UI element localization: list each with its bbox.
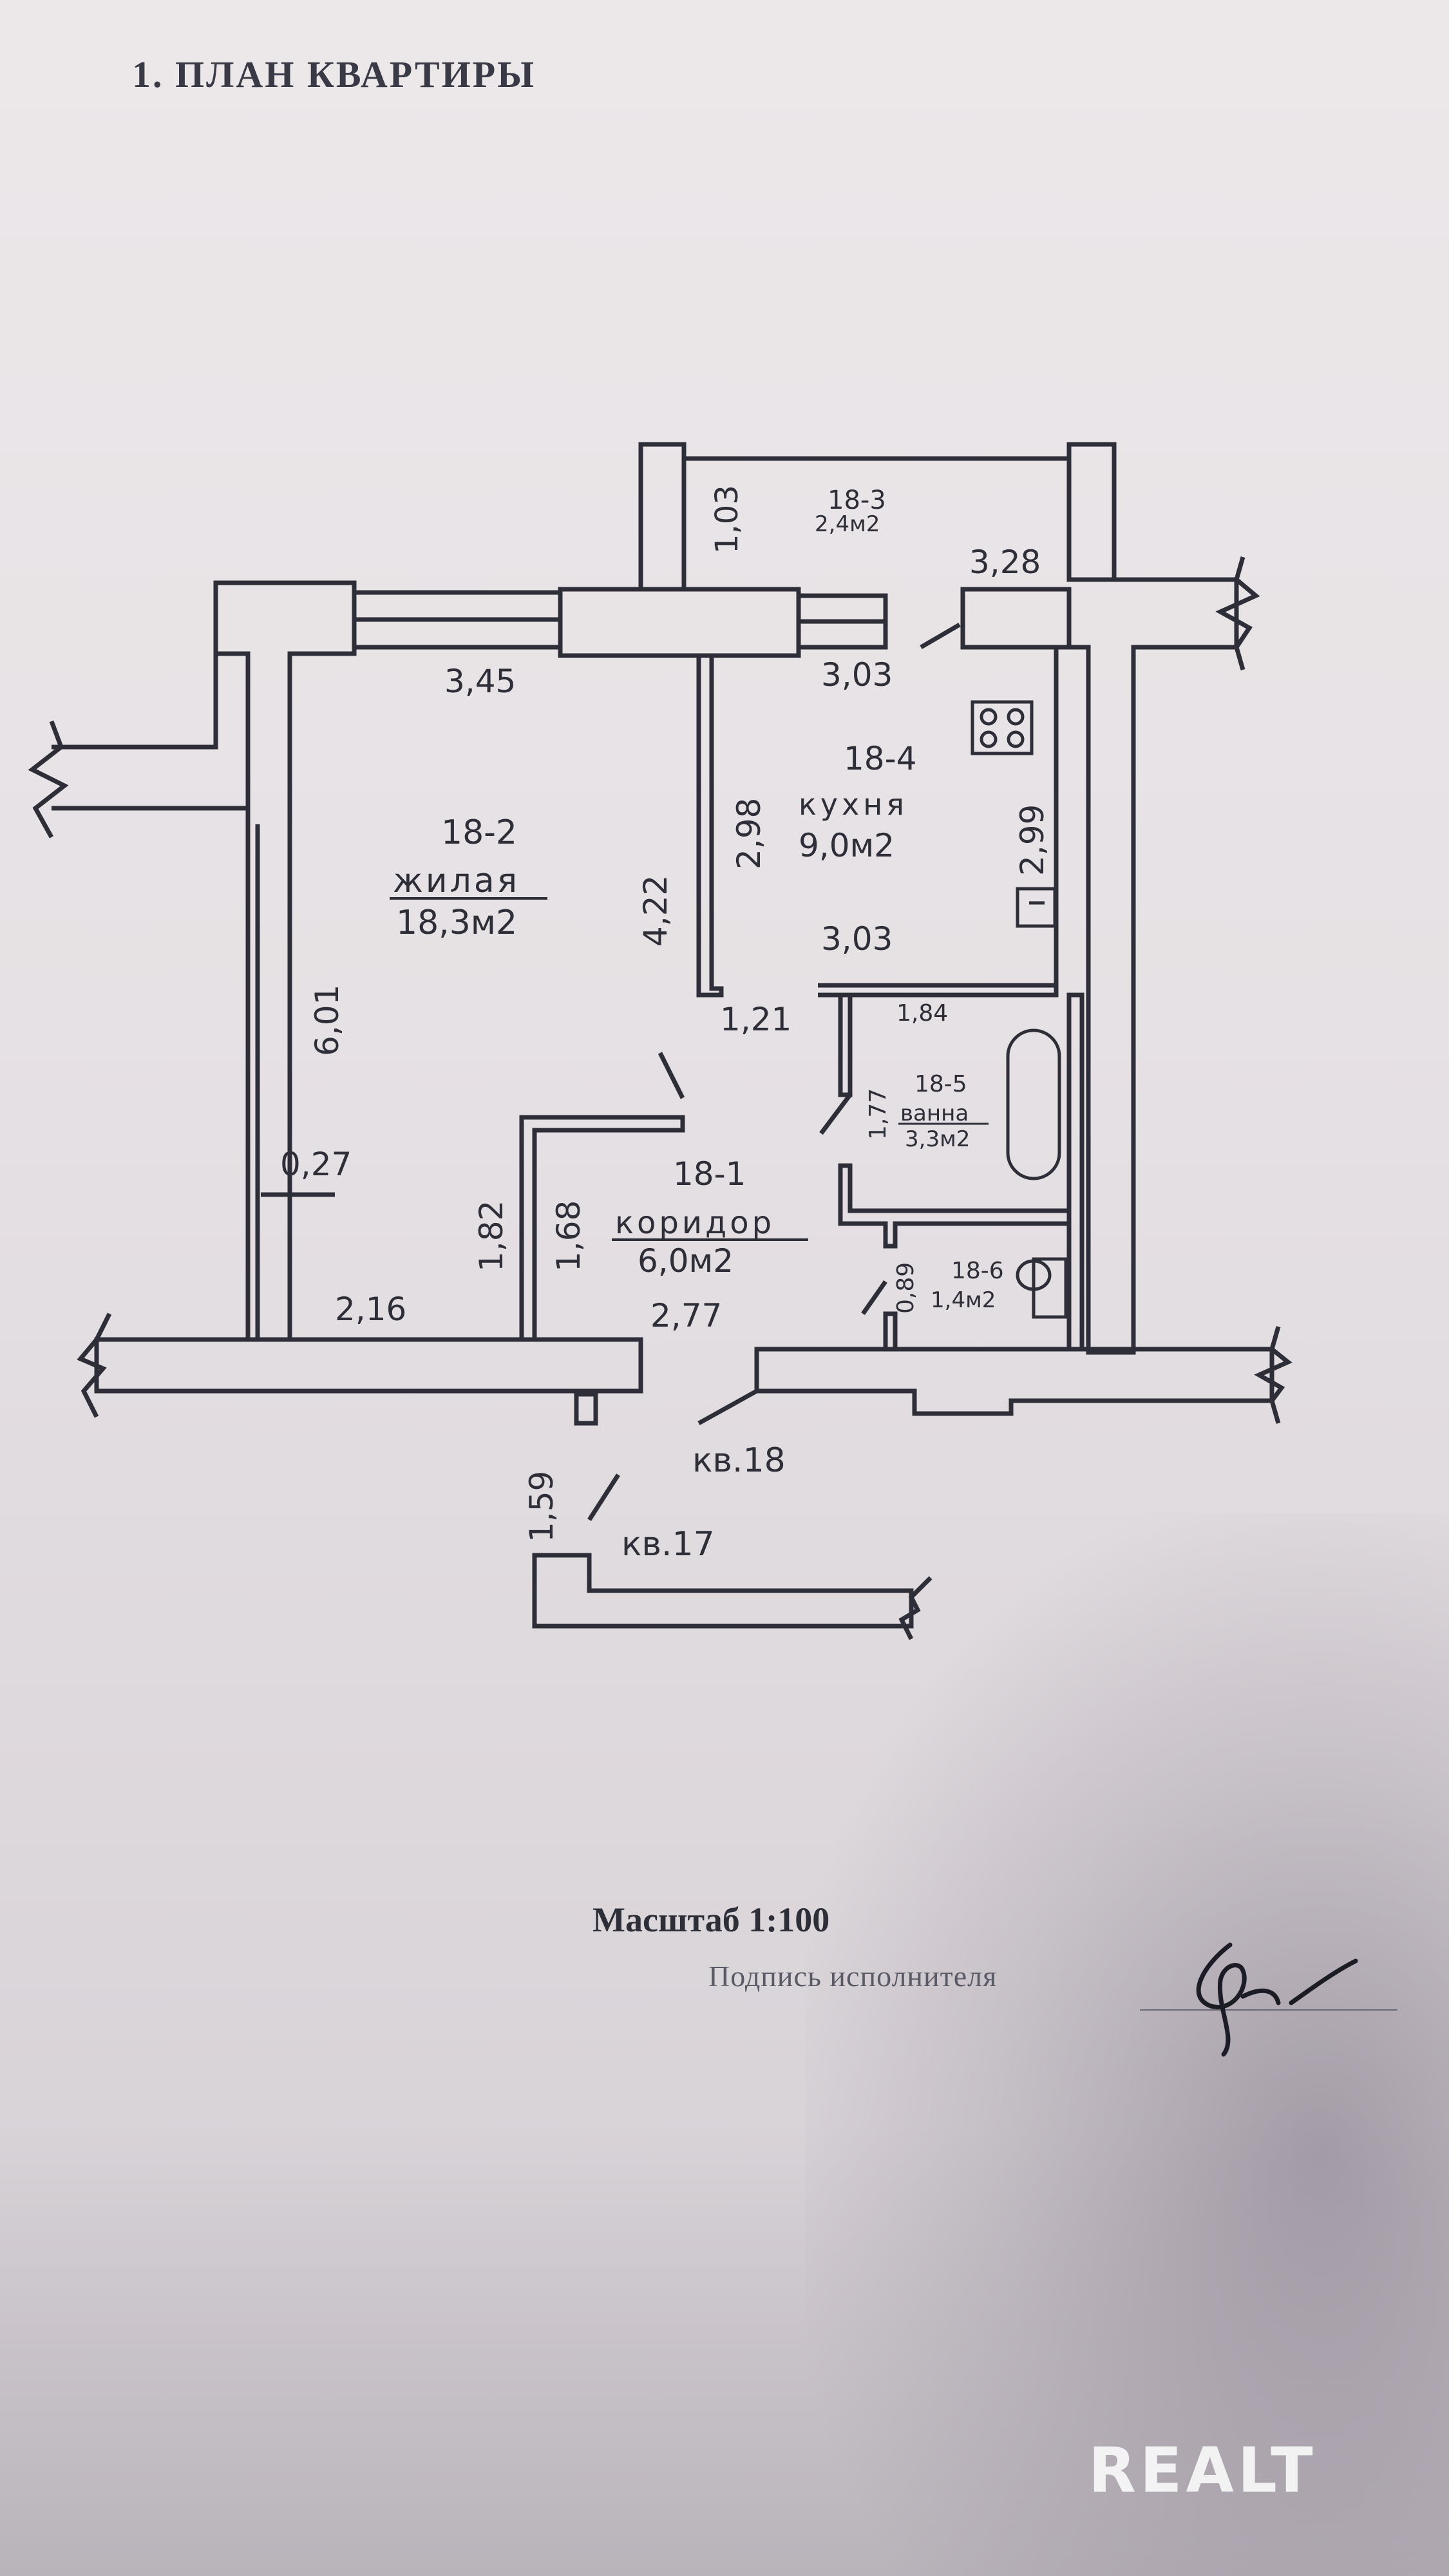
room-18-4-name: кухня [799,787,908,822]
dim-living-width: 3,45 [444,663,516,700]
dim-kitchen-depth-right: 2,99 [1014,804,1051,876]
room-18-3-area: 2,4м2 [815,511,880,537]
door-entry [697,1388,758,1426]
wall-balcony-left [638,442,687,592]
wall-left-stub [52,654,248,811]
dim-corridor-opening: 1,21 [720,1001,791,1038]
toilet-icon [1016,1257,1068,1319]
apt-17-label: кв.17 [621,1525,715,1564]
bathtub-icon [1006,1028,1061,1180]
dim-partition-length: 4,22 [637,875,674,947]
dim-wall-offset: 0,27 [280,1146,352,1183]
break-bottom-left [77,1312,112,1418]
signature-mark-icon [1196,1942,1358,2057]
door-living [658,1052,685,1099]
partition-living-kitchen [696,653,724,998]
break-right-top [1215,556,1260,670]
break-left [28,720,69,838]
dim-living-depth: 6,01 [308,985,346,1056]
room-18-6-area: 1,4м2 [931,1287,996,1313]
door-bath [819,1093,852,1135]
room-18-4-id: 18-4 [844,740,916,777]
wall-bottom-left [94,1337,643,1394]
dim-living-niche-depth: 1,82 [473,1200,510,1272]
room-18-6-id: 18-6 [951,1258,1004,1284]
dim-kitchen-width-top: 3,03 [821,656,893,694]
page-title: 1. ПЛАН КВАРТИРЫ [132,53,536,95]
signature-label: Подпись исполнителя [708,1960,998,1993]
photo-shadow-bottom [0,2125,1449,2576]
dim-kitchen-width-bottom: 3,03 [821,920,893,958]
break-landing [898,1576,933,1640]
room-18-4-area: 9,0м2 [799,827,895,864]
dim-bath-depth: 1,77 [865,1088,891,1140]
bath-right-wall [1066,992,1084,1352]
dim-kitchen-depth-left: 2,98 [730,798,768,869]
room-18-5-name: ванна [900,1101,969,1126]
partition-kitchen-bath [818,983,1059,998]
landing-stub [574,1392,598,1426]
room-18-5-id: 18-5 [914,1071,967,1097]
dim-bath-width: 1,84 [896,1000,948,1027]
room-18-1-area: 6,0м2 [638,1242,734,1280]
dim-landing-depth: 1,59 [523,1471,560,1542]
room-18-1-id: 18-1 [673,1155,746,1193]
dim-wc-depth: 0,89 [893,1262,919,1314]
realt-watermark: REALT [1088,2434,1317,2506]
signature-line [1140,2009,1397,2011]
room-18-3-id: 18-3 [828,486,886,515]
window-kitchen [796,593,888,650]
break-right-bottom [1254,1326,1293,1424]
room-18-2-area: 18,3м2 [396,904,517,942]
wall-top-middle [558,587,801,658]
room-18-5-area: 3,3м2 [905,1126,970,1152]
scale-label: Масштаб 1:100 [592,1900,830,1939]
dim-corridor-depth: 1,68 [550,1200,587,1272]
dim-corridor-width: 2,77 [650,1297,722,1334]
dim-living-bottom: 2,16 [335,1291,406,1328]
wall-top-right [960,587,1072,650]
apt-18-label: кв.18 [692,1441,786,1480]
door-wc [861,1280,887,1316]
wc-wall [883,1311,898,1352]
wall-balcony-right [1066,442,1117,582]
door-apt17 [587,1473,620,1521]
bath-left-wall [838,992,853,1097]
sink-icon [1016,887,1057,928]
room-18-1-name: коридор [615,1205,775,1241]
bath-bottom-wall [838,1163,1072,1249]
floor-plan: 18-3 2,4м2 1,03 3,28 3,45 3,03 18-4 кухн… [28,442,1293,1640]
door-balcony [920,622,961,650]
stove-icon [971,700,1034,755]
wall-bottom-right [754,1347,1274,1416]
room-18-2-name: жилая [393,862,520,900]
wall-top-left [213,580,357,1342]
dim-balcony-depth: 1,03 [709,485,745,554]
wall-right-outer [1069,577,1239,1355]
landing-wall [532,1553,914,1629]
dim-balcony-width: 3,28 [969,544,1041,581]
room-18-2-id: 18-2 [441,813,517,852]
partition-corridor [519,1115,685,1342]
